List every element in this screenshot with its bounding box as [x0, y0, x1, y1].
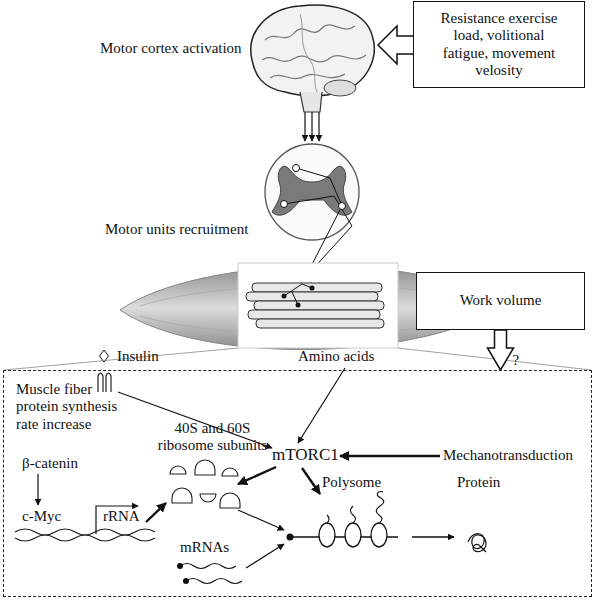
nascent-peptide: [351, 506, 356, 523]
edge-label: ?: [513, 352, 520, 369]
text-label: Polysome: [322, 474, 381, 491]
cerebellum: [324, 80, 356, 96]
signal-arrow: [298, 368, 345, 443]
ribosome-subunit: [172, 488, 192, 503]
nascent-peptide: [327, 515, 329, 523]
muscle-fiber: [248, 310, 380, 319]
nascent-peptide: [376, 492, 384, 523]
ribosome-subunit: [195, 460, 215, 475]
signal-arrow: [412, 536, 454, 537]
brainstem: [300, 92, 322, 112]
signal-arrow: [302, 468, 320, 494]
muscle-fiber: [256, 319, 384, 328]
text-label: Motor cortex activation: [100, 40, 242, 57]
text-label: 40S and 60S ribosome subunits: [150, 420, 275, 455]
insulin-receptor: [98, 373, 111, 392]
signal-arrow: [246, 544, 284, 568]
hollow-arrow: [378, 26, 413, 64]
hollow-arrow: [488, 330, 514, 370]
text-label: Insulin: [117, 348, 159, 365]
text-label: β-catenin: [22, 455, 78, 472]
spinal-cord-section: [265, 144, 359, 240]
insulin-symbol: [100, 350, 109, 362]
text-label: c-Myc: [22, 508, 61, 525]
neuron-body: [293, 165, 300, 172]
brain-sulcus: [300, 14, 318, 94]
dna-strand: [15, 529, 155, 535]
signal-arrow: [238, 467, 276, 484]
dna-strand: [15, 535, 155, 541]
brain-gyrus: [262, 55, 366, 62]
text-label: mRNAs: [180, 539, 229, 556]
nerve-ending: [284, 284, 312, 305]
mrna-strand: [180, 564, 236, 569]
descending-tract-arrow: [304, 112, 305, 141]
ribosome-subunit: [170, 466, 186, 474]
text-label: Amino acids: [298, 348, 374, 365]
node-text: Work volume: [421, 292, 581, 309]
descending-tract-arrow: [311, 112, 312, 141]
ribosome: [319, 523, 335, 547]
ribosome-subunit: [220, 493, 240, 508]
endplate-dot: [310, 286, 315, 291]
descending-tract-arrow: [318, 112, 319, 141]
mrna-strand: [186, 579, 242, 584]
brain-outline: [251, 5, 374, 96]
ribosome-subunit: [222, 468, 238, 476]
text-label: rRNA: [103, 508, 140, 525]
text-label: Mechanotransduction: [443, 447, 573, 464]
cell-region: Muscle fiber protein synthesis rate incr…: [3, 370, 592, 597]
text-label: Protein: [457, 474, 500, 491]
zoom-line: [4, 348, 238, 370]
signal-arrow: [146, 503, 166, 522]
endplate-dot: [282, 294, 287, 299]
text-label: Motor units recruitment: [105, 221, 248, 238]
muscle-fiber: [246, 292, 378, 301]
text-label: mTORC1: [272, 445, 339, 465]
brain-gyrus: [265, 25, 355, 40]
gray-matter: [272, 166, 352, 215]
zoom-line: [398, 348, 591, 370]
ribosome: [345, 523, 361, 547]
protein-fold: [468, 534, 486, 552]
signal-arrow: [238, 510, 284, 530]
muscle-fiber: [252, 283, 382, 292]
node-text: Resistance exercise load, volitional fat…: [433, 10, 565, 79]
input-box: Work volume: [416, 272, 585, 330]
endplate-dot: [296, 303, 301, 308]
ribosome: [371, 523, 387, 547]
node-text: Muscle fiber protein synthesis rate incr…: [16, 381, 131, 433]
neuron-body: [339, 203, 346, 210]
brain-gyrus: [270, 74, 345, 79]
magnified-inset: [238, 263, 398, 348]
signal-arrow: [37, 474, 38, 505]
muscle-fiber: [254, 301, 384, 310]
signal-arrow: [340, 455, 440, 457]
ribosome-subunit: [200, 494, 216, 502]
input-box: Resistance exercise load, volitional fat…: [413, 1, 585, 88]
neuron-body: [281, 201, 288, 208]
